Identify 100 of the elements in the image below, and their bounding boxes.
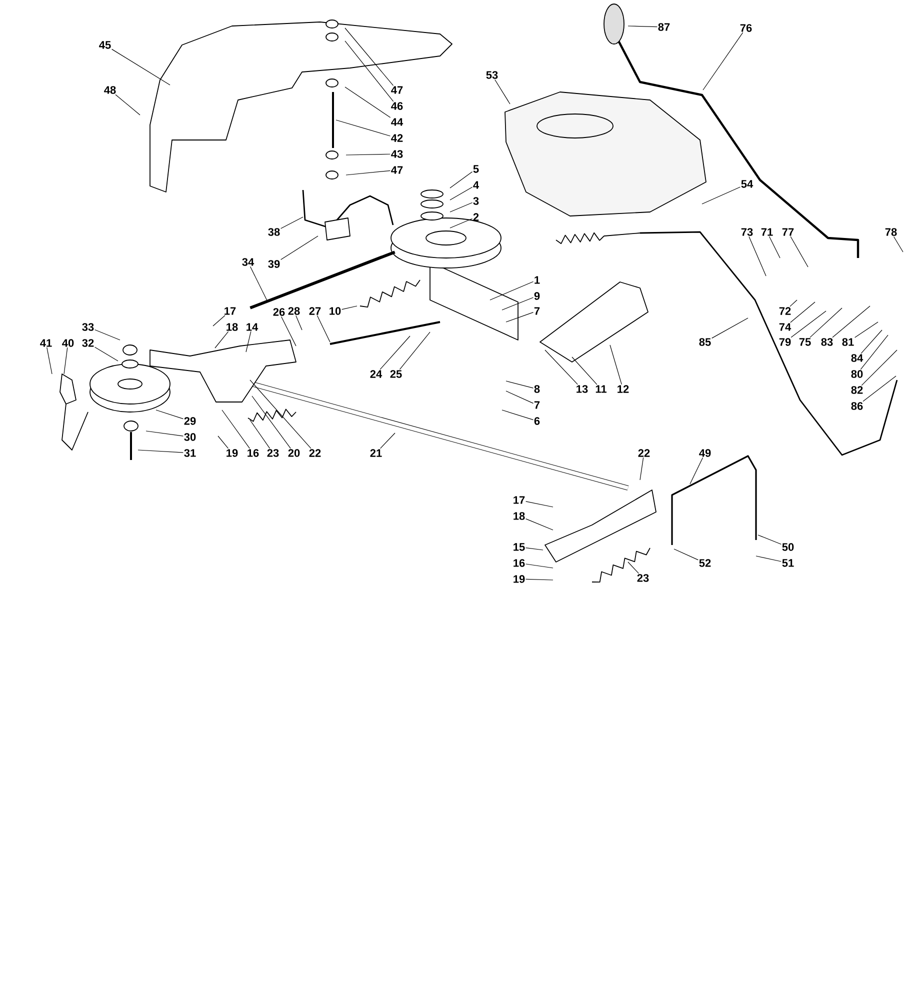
callout-number: 17 [224,307,236,315]
leader-line [690,457,704,484]
leader-line [790,236,808,268]
callout-number: 2 [473,213,479,221]
callout-number: 14 [246,323,258,331]
leader-line [628,562,639,574]
callout-number: 74 [779,323,792,331]
callout-number: 12 [618,385,629,393]
callout-number: 52 [699,559,711,567]
leader-line [64,347,68,374]
callout-number: 8 [534,385,540,393]
callout-number: 29 [184,417,196,425]
callout-number: 42 [391,134,403,142]
leader-line [490,281,534,300]
callout-number: 11 [596,385,606,393]
callout-number: 18 [226,323,238,331]
callout-number: 16 [248,449,259,457]
leader-line [146,430,184,436]
callout-number: 71 [761,228,773,236]
leader-line [526,578,554,580]
leader-line [156,410,184,420]
callout-number: 76 [740,24,752,32]
leader-line [860,334,888,370]
callout-number: 34 [242,258,254,266]
callout-number: 15 [514,543,525,551]
leader-line [214,331,229,348]
leader-line [399,332,430,370]
callout-number: 51 [782,559,794,567]
callout-number: 23 [267,449,279,457]
leader-line [252,396,291,449]
leader-line [94,329,120,340]
callout-number: 47 [391,166,403,174]
callout-number: 40 [62,339,74,347]
leader-line [346,154,390,156]
leader-line [336,120,390,136]
callout-number: 7 [534,307,540,315]
callout-number: 16 [514,559,525,567]
leader-line [380,432,396,449]
callout-number: 75 [799,338,811,346]
callout-number: 18 [514,512,525,520]
leader-line [832,306,870,338]
callout-number: 49 [699,449,711,457]
callout-number: 45 [99,41,111,49]
leader-line [250,266,268,302]
leader-line [250,420,270,449]
leader-line [212,315,226,326]
leader-line [344,86,391,118]
leader-line [450,218,473,228]
leader-line [115,94,140,116]
leader-line [810,308,842,338]
callout-number: 73 [741,228,753,236]
leader-line [758,534,782,545]
leader-line [544,350,578,385]
leader-line [893,236,904,252]
leader-line [344,40,394,102]
leader-line [790,300,798,307]
callout-number: 78 [885,228,897,236]
leader-line [280,216,304,229]
leader-line [502,297,534,310]
leader-line [756,556,782,562]
leader-line [862,376,896,402]
leader-line [218,436,229,449]
callout-number: 86 [851,402,863,410]
leader-line [380,336,410,370]
callout-number: 77 [782,228,794,236]
callout-number: 47 [391,86,403,94]
leader-line [344,28,394,86]
leader-line [790,302,816,323]
leader-line [281,316,296,346]
leader-line [526,548,544,550]
callout-number: 81 [842,338,854,346]
leader-line [316,315,330,342]
callout-number: 28 [288,307,300,315]
callout-number: 6 [534,417,540,425]
leader-line [450,171,473,188]
callout-number: 39 [268,260,280,268]
callout-number: 43 [391,150,403,158]
callout-number: 24 [370,370,382,378]
callout-number: 85 [699,338,711,346]
leader-line [790,310,826,338]
leader-line [346,170,390,176]
callout-number: 53 [486,71,498,79]
callout-number: 4 [473,181,479,189]
leader-line [296,315,302,330]
leader-line [450,202,473,212]
callout-number: 32 [82,339,94,347]
leader-line [572,356,598,385]
callout-number: 1 [534,276,540,284]
leader-line [94,346,118,362]
leader-line [861,350,898,386]
leader-line [246,331,252,352]
callout-number: 10 [330,307,341,315]
callout-number: 46 [391,102,403,110]
leader-line [768,236,780,258]
leader-line [674,548,698,560]
leader-line [506,390,534,404]
leader-line [342,306,358,310]
leader-line [702,186,740,204]
callout-number: 31 [184,449,196,457]
callout-number: 3 [473,197,479,205]
